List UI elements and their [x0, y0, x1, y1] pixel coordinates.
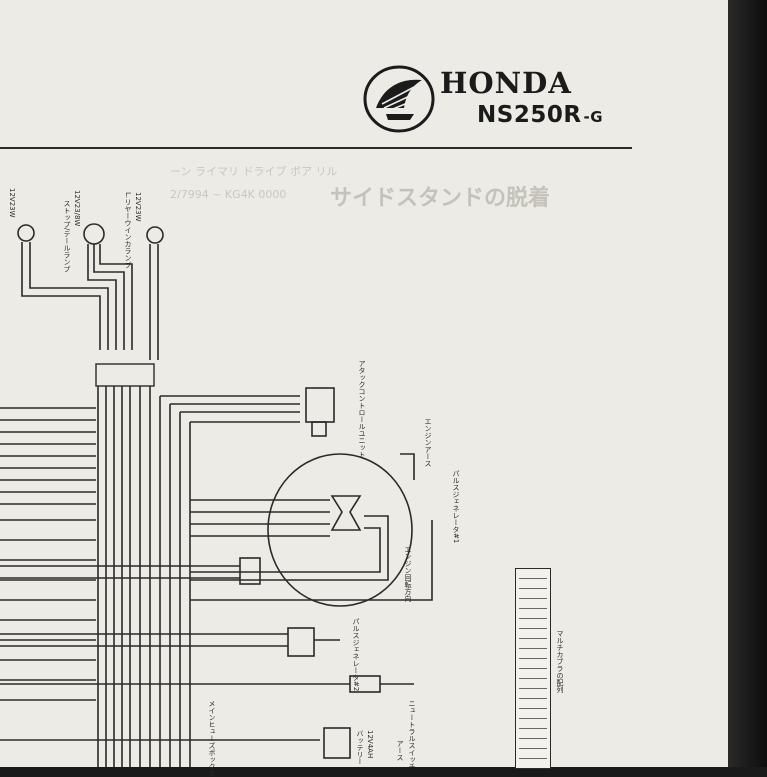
coupler-terminal-cell — [519, 739, 547, 749]
bulb-icon — [83, 223, 105, 245]
battery-rating-label: 12V4AH — [366, 730, 374, 759]
brand-name: HONDA — [440, 66, 572, 100]
model-number: NS250R — [477, 102, 582, 128]
coupler-terminal-cell — [519, 619, 547, 629]
bleed-through-line: ーン ライマリ ドライブ ボア リル — [170, 165, 338, 178]
rear-winker-label: L.リヤーウインカランプ — [124, 192, 132, 269]
bulb-icon — [146, 226, 164, 244]
coupler-terminal-cell — [519, 609, 547, 619]
battery-label: バッテリー — [356, 730, 364, 765]
bulb-icon — [17, 224, 35, 242]
coupler-terminal-cell — [519, 629, 547, 639]
rear-winker-rating-label: 12V23W — [134, 192, 142, 222]
model-name: NS250R-G — [477, 102, 603, 128]
engine-ground-label: エンジンアース — [424, 418, 432, 467]
stop-tail-rating-label: 12V23/8W — [73, 190, 81, 227]
bulb-rating-label: 12V23W — [8, 188, 16, 218]
coupler-terminal-cell — [519, 669, 547, 679]
honda-wing-logo-icon — [363, 65, 435, 133]
coupler-arrangement-label: マルチカプラの配列 — [556, 630, 564, 693]
coupler-terminal-cell — [519, 709, 547, 719]
dark-backdrop — [728, 0, 767, 767]
wire-harness — [0, 223, 433, 767]
main-fuse-box-label: メインヒューズボックス — [208, 700, 216, 777]
engine-rotation-label: エンジン回転方向 — [404, 546, 412, 602]
coupler-terminal-cell — [519, 679, 547, 689]
coupler-terminal-cell — [519, 659, 547, 669]
coupler-terminal-grid — [515, 568, 551, 769]
header-rule — [0, 147, 632, 149]
wiring-diagram — [0, 223, 433, 767]
model-suffix: -G — [583, 108, 604, 126]
coupler-terminal-cell — [519, 699, 547, 709]
coupler-terminal-cell — [519, 589, 547, 599]
bleed-through-line: 2/7994 ~ KG4K 0000 — [170, 188, 287, 201]
coupler-terminal-cell — [519, 579, 547, 589]
attack-control-unit-label: アタックコントロールユニット — [358, 360, 366, 458]
stop-tail-lamp-label: ストップ/テールランプ — [63, 200, 71, 273]
coupler-terminal-cell — [519, 569, 547, 579]
neutral-switch-label: ニュートラルスイッチ — [408, 700, 416, 770]
coupler-terminal-cell — [519, 649, 547, 659]
pulse-generator-1-label: パルスジェネレータ#1 — [452, 470, 460, 544]
coupler-terminal-cell — [519, 729, 547, 739]
coupler-terminal-cell — [519, 599, 547, 609]
coupler-terminal-cell — [519, 689, 547, 699]
coupler-terminal-cell — [519, 639, 547, 649]
coupler-terminal-cell — [519, 719, 547, 729]
earth-label: アース — [396, 740, 404, 761]
bleed-through-heading: サイドスタンドの脱着 — [330, 186, 551, 211]
pulse-generator-2-label: パルスジェネレータ#2 — [352, 618, 360, 692]
coupler-terminal-cell — [519, 749, 547, 759]
